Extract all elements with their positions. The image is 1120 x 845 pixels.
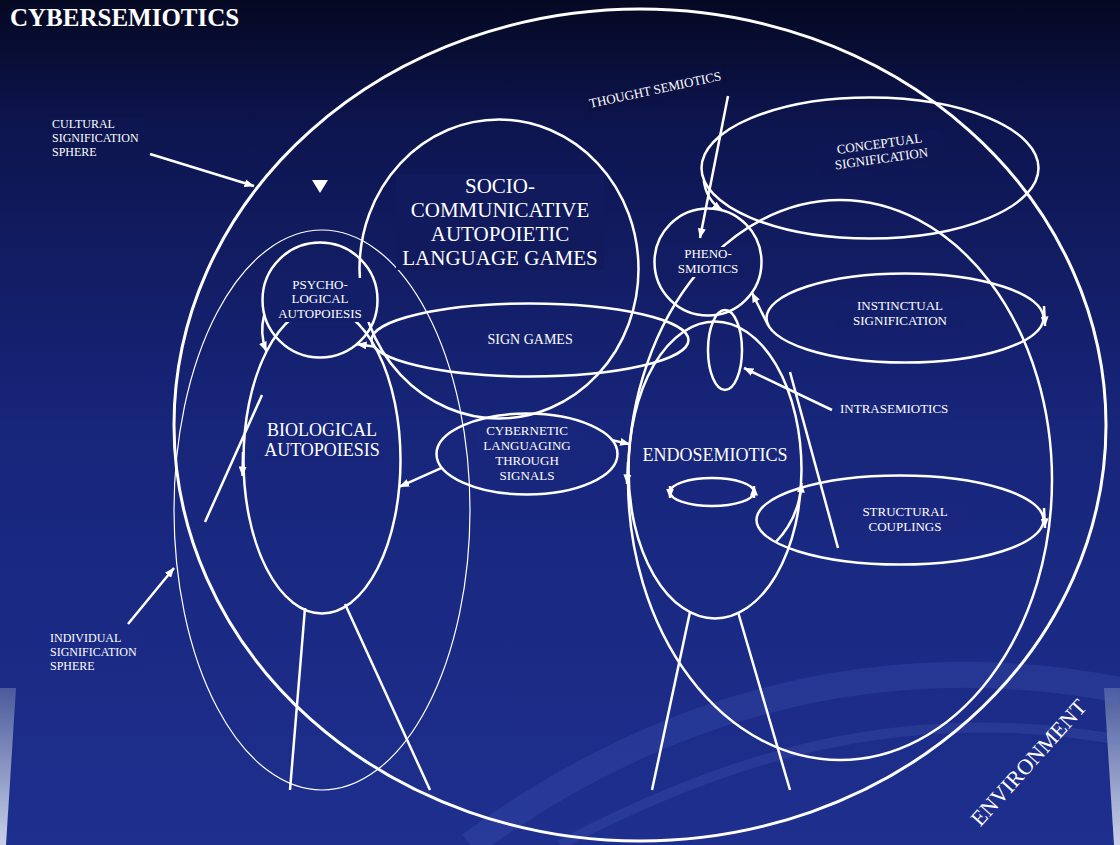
ellipse-outline [244, 307, 401, 614]
leg-line [738, 612, 790, 790]
sphere-outline [628, 200, 1052, 760]
leg-line [345, 604, 430, 790]
leader-arrow [128, 568, 174, 624]
ellipse-outline [372, 304, 689, 377]
node-outline [627, 320, 803, 620]
triangle-marker [312, 180, 328, 193]
connector-arrow [400, 468, 442, 487]
diagram-title: CYBERSEMIOTICS [8, 4, 241, 33]
environment-circle [174, 9, 1106, 841]
ellipse-node: INSTINCTUAL SIGNIFICATION [765, 272, 1045, 364]
leg-line [652, 612, 690, 790]
ellipse-node: CYBERNETIC LANGUAGING THROUGH SIGNALS [435, 412, 619, 496]
node-label: PHENO-SMIOTICS [660, 247, 756, 277]
ellipse-node: PSYCHO-LOGICAL AUTOPOIESIS [261, 241, 379, 359]
side-strip [1104, 688, 1120, 845]
flow-line [205, 395, 262, 522]
node-label: STRUCTURAL COUPLINGS [845, 505, 965, 535]
ellipse-node: ENDOSEMIOTICS [627, 320, 803, 620]
node-label: CONCEPTUAL SIGNIFICATION [816, 128, 944, 175]
annotation-label: ENVIRONMENT [963, 692, 1092, 832]
node-label: BIOLOGICAL AUTOPOIESIS [257, 420, 387, 461]
ellipse-outline [757, 476, 1044, 565]
node-label: SOCIO-COMMUNICATIVE AUTOPOIETIC LANGUAGE… [396, 174, 604, 271]
leg-line [290, 608, 305, 790]
node-label: CYBERNETIC LANGUAGING THROUGH SIGNALS [477, 424, 577, 484]
ellipse-node: PHENO-SMIOTICS [653, 207, 763, 317]
node-label: INSTINCTUAL SIGNIFICATION [835, 299, 965, 329]
ellipse-node: SIGN GAMES [370, 302, 690, 378]
ellipse-node: STRUCTURAL COUPLINGS [755, 474, 1045, 566]
node-label: PSYCHO-LOGICAL AUTOPOIESIS [270, 278, 370, 323]
leader-arrow [150, 154, 254, 186]
leader-arrow [700, 96, 728, 238]
ellipse-outline [437, 414, 618, 495]
node-label: ENDOSEMIOTICS [641, 445, 790, 466]
ellipse-outline [629, 322, 802, 619]
connector-arrow [357, 344, 374, 346]
annotation-label: INDIVIDUAL SIGNIFICATION SPHERE [48, 632, 142, 673]
node-label: SIGN GAMES [486, 332, 575, 348]
ellipse-node: CONCEPTUAL SIGNIFICATION [700, 96, 1040, 240]
annotation-label: THOUGHT SEMIOTICS [586, 68, 725, 111]
cycle-arrow [753, 486, 756, 498]
background-swirl [470, 675, 1120, 845]
ellipse-outline [767, 274, 1044, 363]
annotation-label: INTRASEMIOTICS [838, 402, 950, 417]
annotation-label: CULTURAL SIGNIFICATION SPHERE [50, 118, 144, 159]
ellipse-outline [702, 98, 1039, 239]
endosemiotic-loop [670, 478, 754, 506]
sphere-outline [174, 230, 470, 790]
ellipse-outline [655, 209, 762, 316]
ellipse-outline [263, 243, 378, 358]
side-strip [0, 688, 16, 845]
cycle-arrow [669, 486, 672, 498]
